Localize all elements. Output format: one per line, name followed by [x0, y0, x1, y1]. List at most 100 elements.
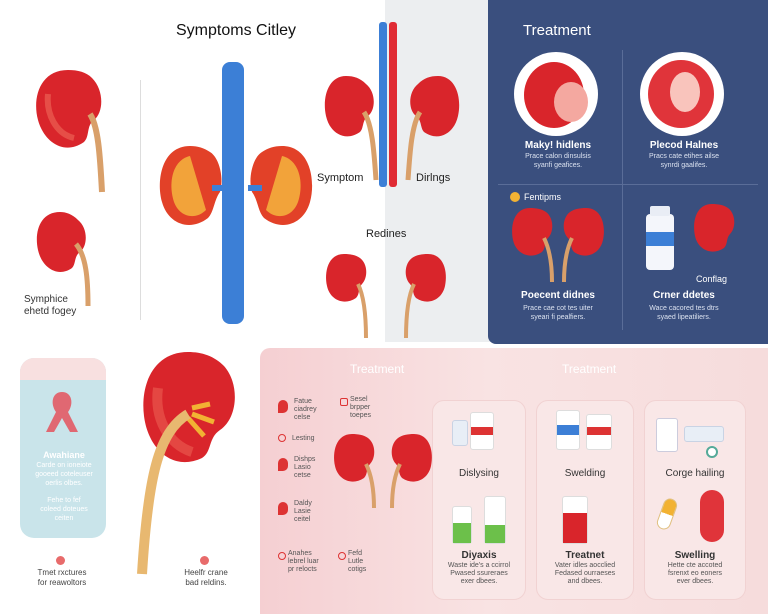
kidney-illustration — [694, 204, 735, 252]
awareness-card — [20, 358, 106, 538]
circle-illustration — [640, 52, 724, 136]
list-line: ciadrey — [294, 406, 317, 413]
note-line: Heelfr crane — [184, 568, 228, 577]
list-line: toepes — [350, 412, 372, 419]
card-line: exer dbees. — [460, 578, 498, 585]
card-text: Fehe to fef coleed doteues ceiten — [24, 496, 104, 523]
list-icon — [278, 502, 288, 515]
list-item: Fatue ciadrey celse — [294, 398, 317, 422]
list-item: Fefd Lutle cotigs — [348, 550, 366, 574]
top-left-caption: Symphice ehetd fogey — [24, 294, 76, 318]
list-item: Dishps Lasio cetse — [294, 456, 315, 480]
card-desc: Waste ide's a ccirrol Pwased ssureraes e… — [432, 562, 526, 586]
list-line: Sesel — [350, 396, 368, 403]
bottle-icon — [586, 414, 612, 450]
card-line: oerlis olbes. — [45, 480, 83, 487]
device-icon — [684, 426, 724, 442]
list-line: Lasie — [294, 508, 311, 515]
bottle-icon — [452, 506, 472, 544]
cell-title: Poecent didnes — [521, 290, 595, 301]
list-line: Anahes — [288, 550, 312, 557]
kidney-pair-illustration — [512, 208, 604, 283]
list-item: Anahes lebrel luar pr relocts — [288, 550, 319, 574]
list-item: Daldy Lasie ceitel — [294, 500, 312, 524]
bottle-icon — [646, 206, 674, 270]
card-line: fsrenxt eo eoners — [667, 570, 723, 577]
list-line: celse — [294, 414, 311, 421]
list-line: cotigs — [348, 566, 367, 573]
bottle-icon — [556, 410, 580, 450]
card-line: coleed doteues — [40, 506, 88, 513]
list-line: Fefd — [348, 550, 363, 557]
kidney-pair-illustration — [334, 434, 432, 509]
alert-icon — [56, 556, 65, 565]
kidney-anatomy-illustration — [159, 62, 313, 324]
card-line: and dbees. — [567, 578, 603, 585]
list-icon — [340, 398, 348, 406]
list-item: Lesting — [292, 435, 315, 442]
kidney-icon — [700, 490, 724, 542]
check-icon — [706, 446, 718, 458]
card-desc: Hette cte accoted fsrenxt eo eoners ever… — [644, 562, 746, 586]
label-redines: Redines — [366, 228, 407, 240]
ribbon-icon — [46, 392, 78, 432]
card-title: Awahiane — [43, 450, 85, 460]
note-line: for reawoltors — [37, 578, 87, 587]
large-kidney-illustration — [137, 352, 235, 575]
list-icon — [278, 458, 288, 471]
kidney-illustration — [324, 76, 379, 181]
circle-illustration — [514, 52, 598, 136]
card-line: Carde on ioneiote — [36, 462, 92, 469]
list-line: brpper — [350, 404, 371, 411]
card-line: gooeed coteleuser — [35, 471, 93, 478]
note-text: Tmet rxctures for reawoltors — [34, 568, 90, 588]
divider-line — [140, 80, 141, 320]
list-icon — [338, 552, 346, 560]
kidney-illustration — [404, 254, 446, 339]
grid-line-h — [498, 184, 758, 185]
card-title: Treatnet — [565, 550, 605, 561]
card-title: Diyaxis — [461, 550, 497, 561]
caption-line: Symphice — [24, 294, 68, 305]
cell-desc: Prace calon dinsulsis syanfi geafices. — [506, 152, 610, 170]
card-line: Waste ide's a ccirrol — [447, 562, 511, 569]
caption-line: ehetd fogey — [24, 306, 77, 317]
kidney-illustration — [326, 254, 368, 339]
device-icon — [656, 418, 678, 452]
bottle-icon — [484, 496, 506, 544]
treatment-header: Treatment — [350, 362, 405, 376]
kidney-illustration — [36, 212, 91, 307]
bottle-icon — [562, 496, 588, 544]
card-line: Fehe to fef — [47, 497, 81, 504]
treatment-title: Treatment — [523, 22, 591, 39]
card-line: Vater idles aocclied — [554, 562, 616, 569]
cell-label: Conflag — [696, 274, 728, 284]
list-icon — [278, 434, 286, 442]
cell-line: synrdi gaalifes. — [660, 162, 708, 169]
list-item: Sesel brpper toepes — [350, 396, 371, 420]
cell-desc: Wace cacored tes dtrs syaed lipeatiliers… — [632, 304, 736, 322]
list-icon — [278, 552, 286, 560]
list-icon — [278, 400, 288, 413]
treatment-header: Treatment — [562, 362, 617, 376]
cell-line: Pracs cate etihes ailse — [648, 153, 720, 160]
card-line: Pwased ssureraes — [450, 570, 508, 577]
note-text: Heelfr crane bad reldins. — [176, 568, 236, 588]
cell-desc: Prace cae cot tes uiter syeari fi pealfi… — [506, 304, 610, 322]
label-dirlngs: Dirlngs — [416, 172, 451, 184]
cell-line: Prace cae cot tes uiter — [523, 305, 593, 312]
cell-line: Prace calon dinsulsis — [525, 153, 591, 160]
card-title: Swelding — [564, 468, 606, 479]
card-line: Fedased ourraeses — [554, 570, 616, 577]
bottle-icon — [470, 412, 494, 450]
alert-icon — [200, 556, 209, 565]
list-line: Lasio — [294, 464, 311, 471]
note-line: bad reldins. — [185, 578, 227, 587]
list-line: Daldy — [294, 500, 312, 507]
cell-title: Fentipms — [524, 192, 562, 202]
card-text: Carde on ioneiote gooeed coteleuser oerl… — [24, 461, 104, 488]
cell-title: Crner ddetes — [653, 290, 715, 301]
cell-title: Plecod Halnes — [649, 140, 719, 151]
card-line: ever dbees. — [676, 578, 714, 585]
cell-title: Maky! hidlens — [524, 140, 592, 151]
